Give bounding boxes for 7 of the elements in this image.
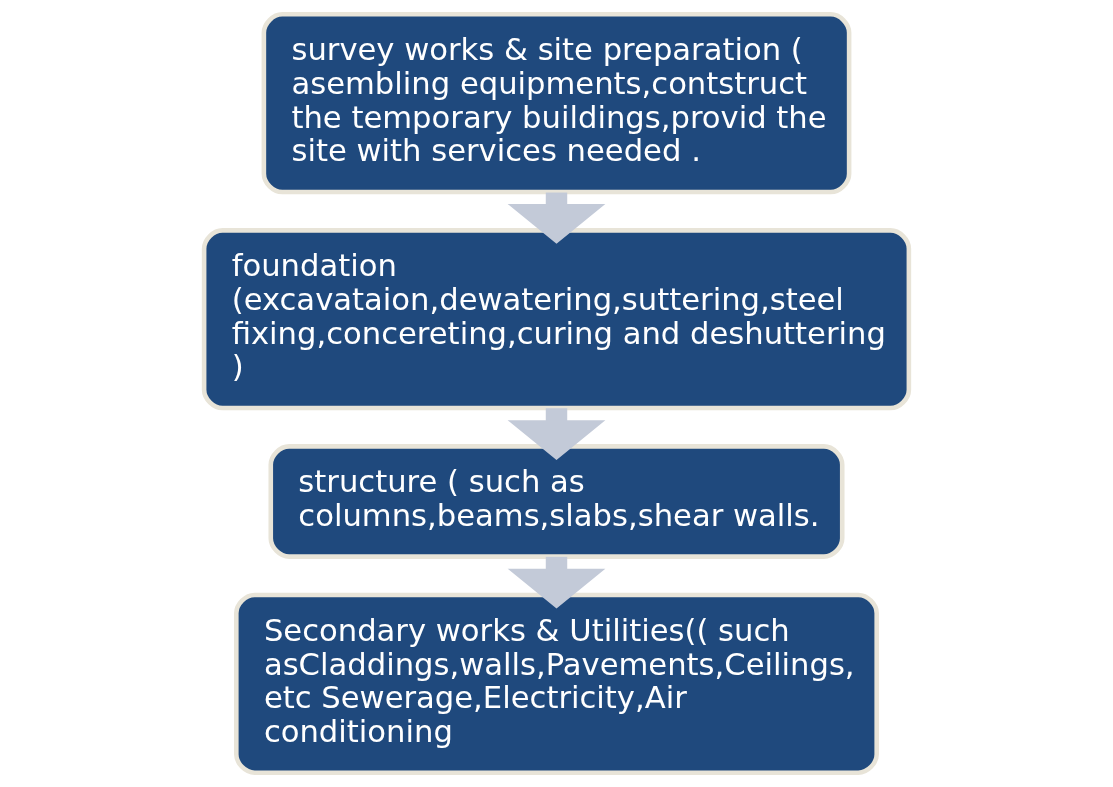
node-box: Secondary works & Utilities(( such asCladdings,walls,Pavements,Ceilings, etc Sewerage,Electricity,Air conditioning <box>234 592 879 775</box>
node-box: structure ( such as columns,beams,slabs,shear walls. <box>268 444 845 559</box>
arrow <box>507 192 606 244</box>
node-box: foundation (excavataion,dewatering,suttering,steel fixing,concereting,curing and deshuttering ) <box>201 228 912 411</box>
arrow <box>507 408 606 461</box>
node-box: survey works & site preparation ( asembling equipments,contstruct the temporary buildings,provid the site with services needed . <box>261 12 852 195</box>
arrow <box>507 556 606 609</box>
